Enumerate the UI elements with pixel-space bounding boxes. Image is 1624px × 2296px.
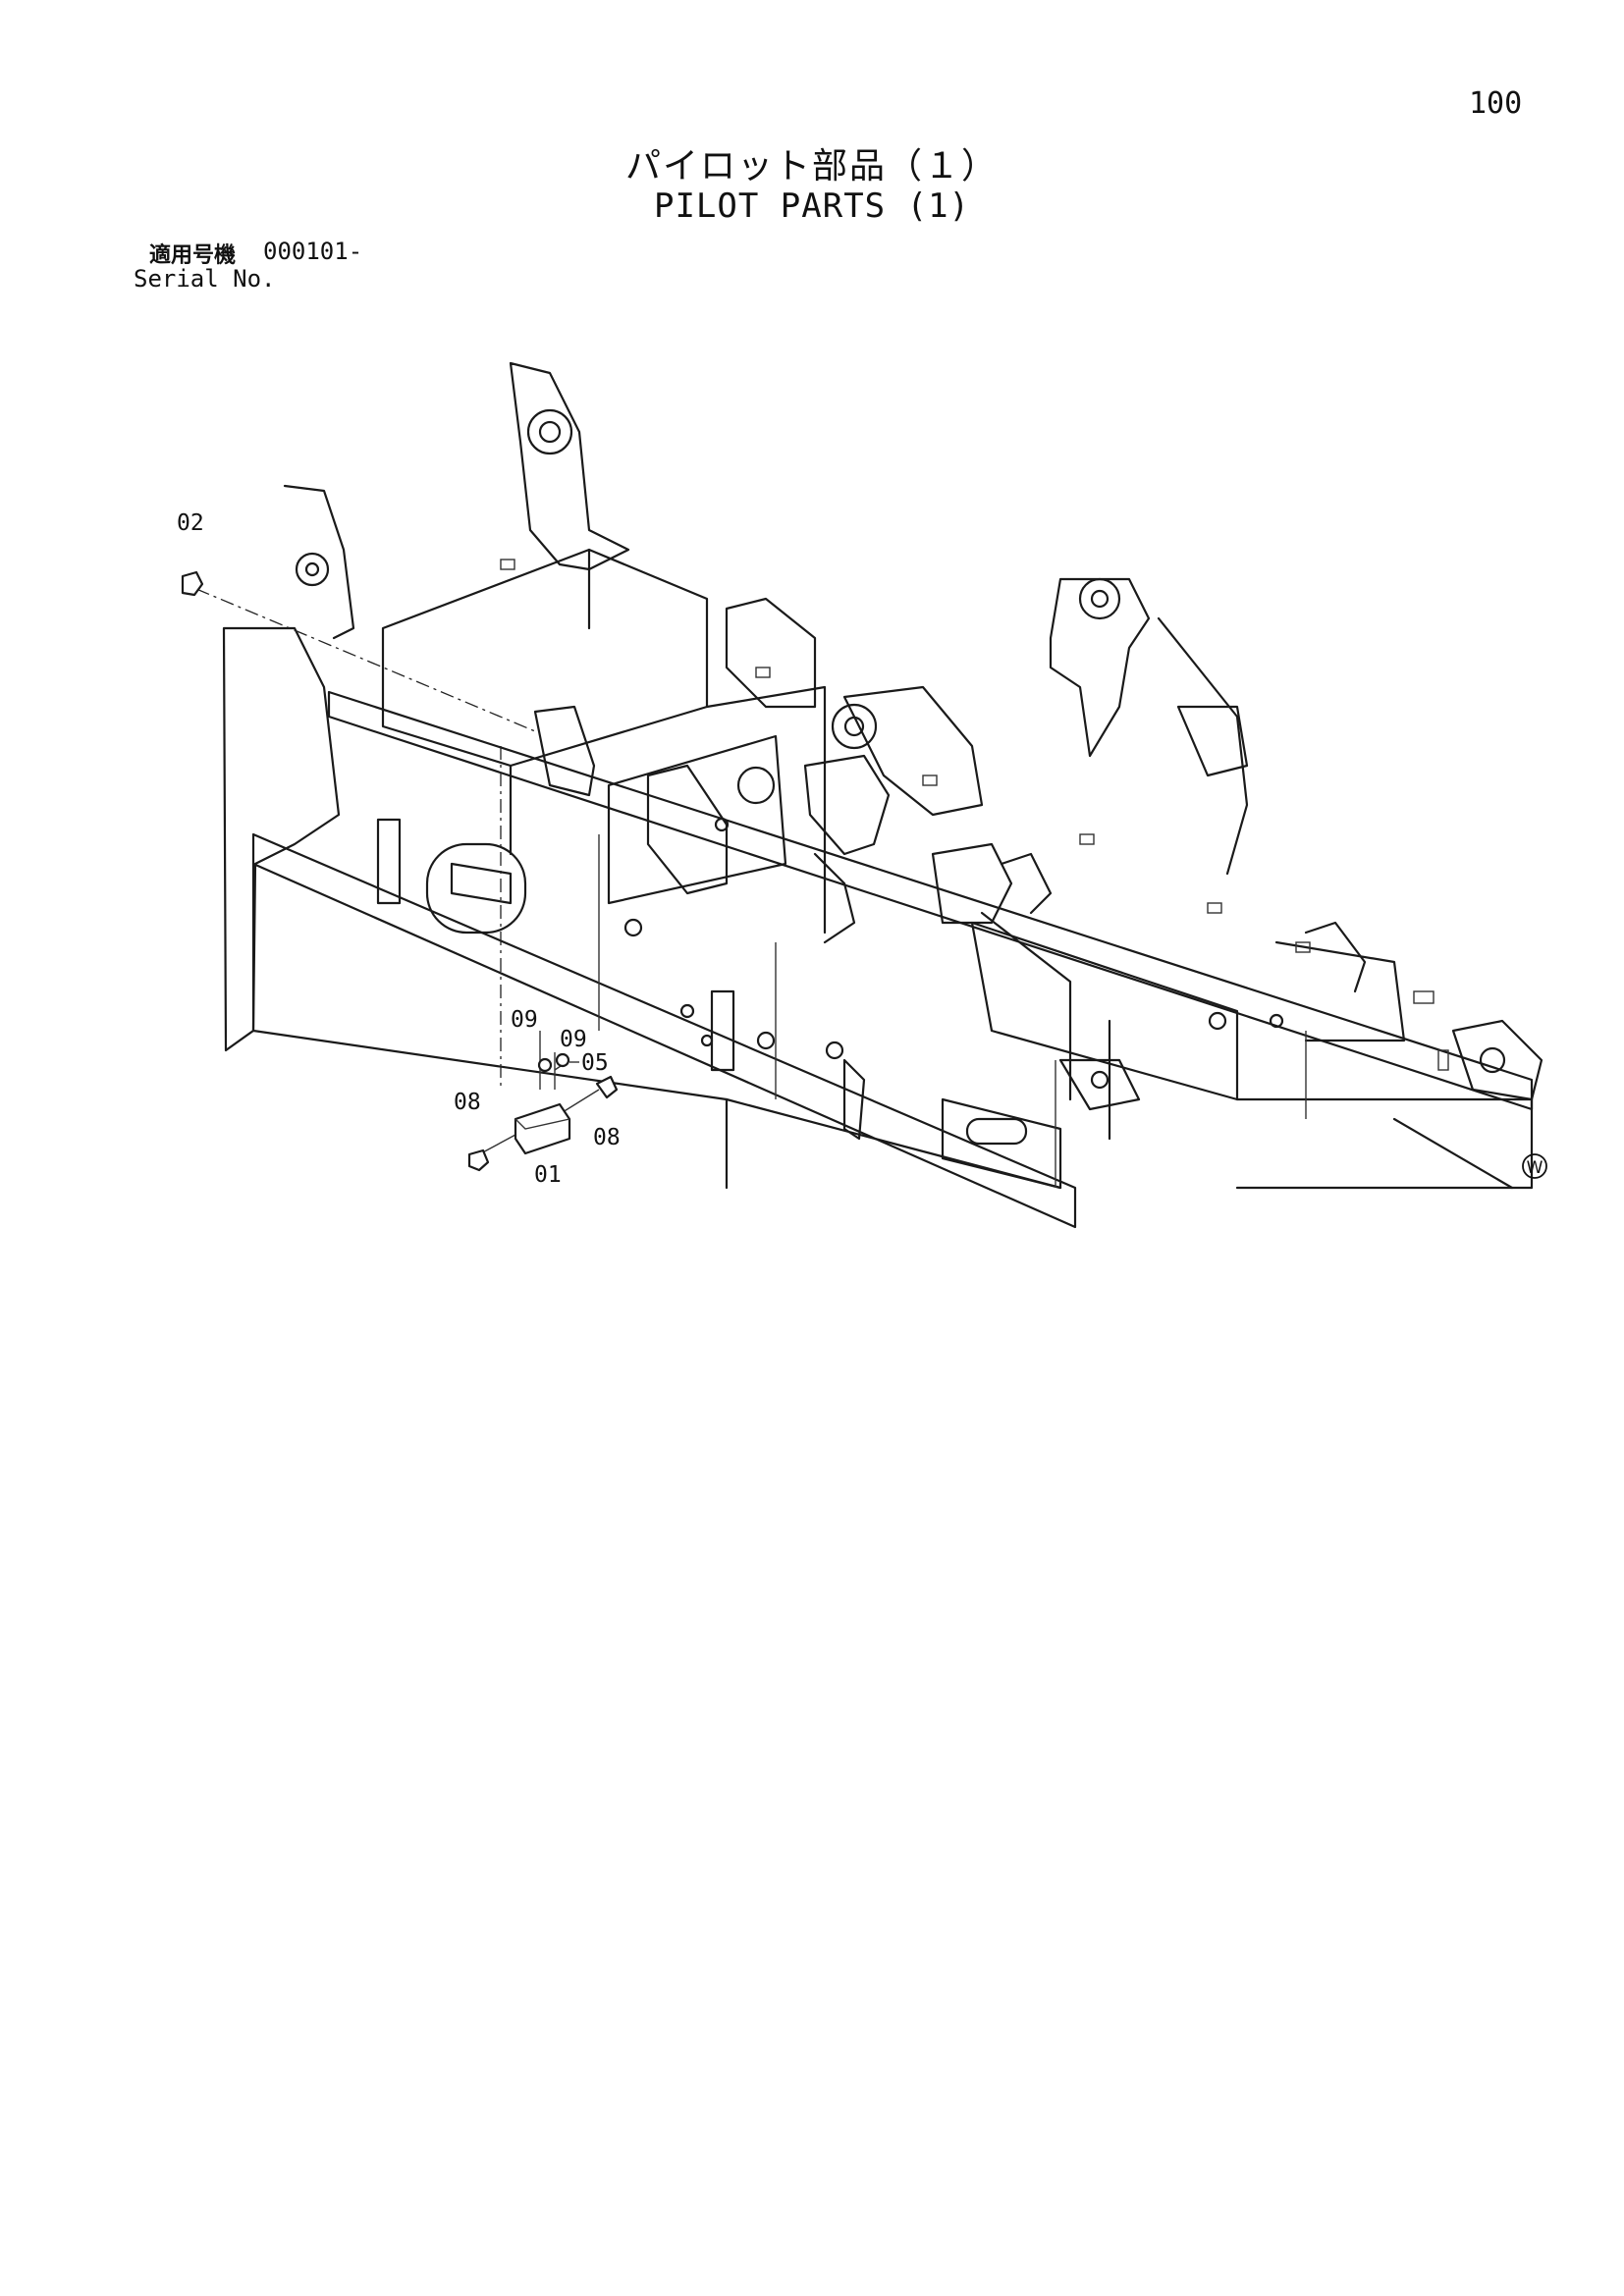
callout-08-left: 08 [454, 1090, 481, 1115]
callout-02: 02 [177, 510, 204, 536]
callout-09-right: 09 [560, 1027, 587, 1052]
callout-09-left: 09 [511, 1007, 538, 1033]
serial-number-value: 000101- [263, 238, 363, 265]
pilot-parts [181, 570, 619, 1172]
serial-label-en: Serial No. [134, 265, 276, 293]
circled-w-mark: W [1522, 1153, 1547, 1179]
page-title-jp: パイロット部品（１） [624, 146, 999, 187]
bolt-part-02 [181, 570, 204, 597]
page-title-en: PILOT PARTS (1) [653, 187, 971, 226]
callout-08-right: 08 [593, 1125, 621, 1150]
page-number: 100 [1469, 86, 1523, 121]
bolt-part-08-left [467, 1148, 490, 1172]
mark-letter: W [1527, 1158, 1543, 1178]
fitting-part-08-right [595, 1075, 619, 1099]
frame-drawing [222, 361, 1543, 1229]
serial-label-jp: 適用号機 [149, 243, 237, 268]
leader-lines [195, 588, 600, 1155]
callout-01: 01 [534, 1162, 562, 1188]
block-part-01 [514, 1102, 571, 1155]
oring-part-05 [555, 1052, 570, 1068]
callout-05: 05 [581, 1050, 609, 1076]
washer-part-09 [537, 1057, 553, 1073]
